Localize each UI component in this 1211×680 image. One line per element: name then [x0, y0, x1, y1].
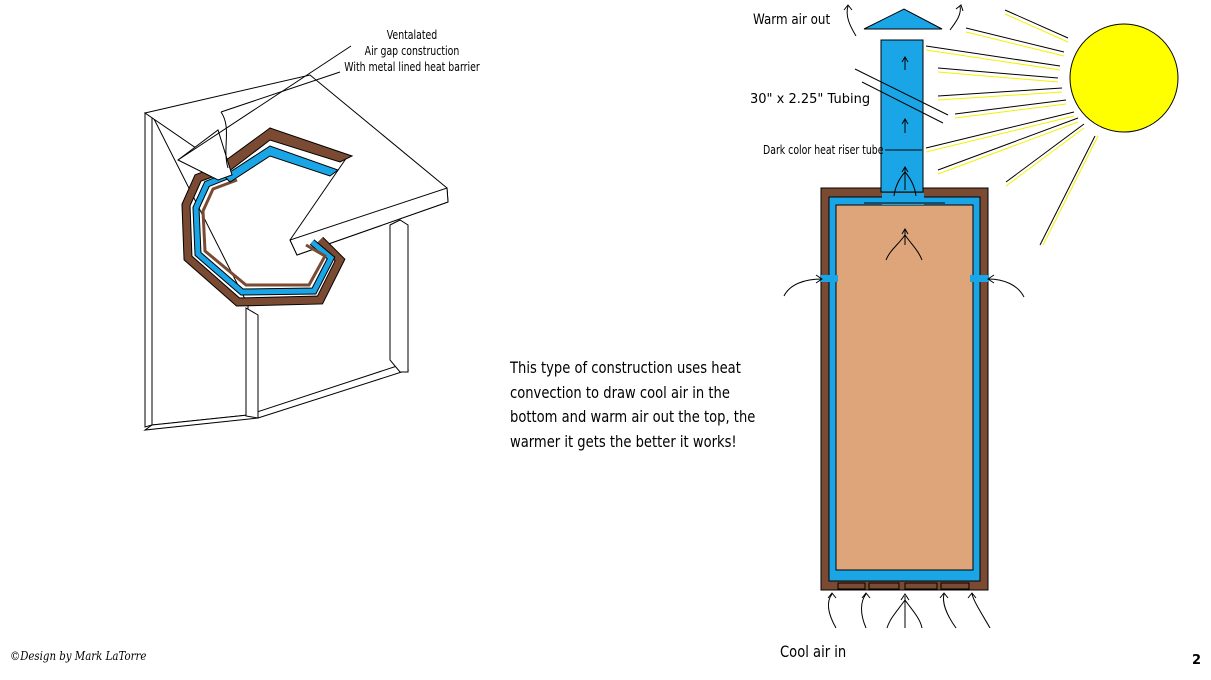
warm-out-arrow-right — [949, 4, 964, 31]
riser-tube — [854, 8, 949, 193]
ventilated-label-line3: With metal lined heat barrier — [344, 60, 480, 74]
description-text: This type of construction uses heat conv… — [510, 356, 755, 454]
riser-cap — [863, 8, 943, 30]
leader-line-1 — [177, 45, 352, 161]
description-line: This type of construction uses heat — [510, 358, 741, 377]
description-line: convection to draw cool air in the — [510, 382, 730, 402]
left-vent-arrow — [783, 274, 823, 297]
riser-tube-body — [880, 39, 924, 193]
convection-box — [820, 187, 989, 591]
tubing-leader — [854, 68, 949, 116]
leader-line-2 — [220, 71, 341, 113]
credit-text: ©Design by Mark LaTorre — [10, 649, 147, 663]
inner-chamber — [835, 204, 974, 571]
cool-in-arrow-2 — [861, 592, 871, 629]
tubing-label: 30" x 2.25" Tubing — [750, 92, 871, 107]
sun — [1069, 23, 1179, 133]
top-blue-layer — [223, 145, 340, 183]
sun-rays — [925, 9, 1099, 246]
roof-front-edge — [289, 187, 449, 256]
birdhouse-isometric — [143, 45, 449, 431]
roof-flap — [177, 129, 233, 181]
cool-in-arrow-3 — [886, 593, 923, 629]
riser-opening — [882, 193, 924, 205]
front-post — [245, 307, 259, 419]
internal-airflow — [885, 56, 923, 261]
right-post — [389, 219, 409, 373]
page-number: 2 — [1192, 653, 1202, 668]
external-airflow — [783, 4, 1025, 629]
cool-in-arrow-1 — [827, 592, 837, 629]
riser-tube-label: Dark color heat riser tube — [763, 143, 884, 157]
hole-inner-wall — [201, 178, 328, 287]
ventilated-label: Ventalated Air gap construction With met… — [334, 27, 490, 75]
warm-out-arrow-left — [843, 4, 857, 37]
bottom-vents — [837, 582, 970, 590]
ventilated-label-line2: Air gap construction — [364, 44, 460, 58]
warm-air-out-label: Warm air out — [753, 12, 831, 28]
right-vent-arrow — [987, 274, 1025, 298]
cool-air-in-label: Cool air in — [780, 642, 847, 661]
sun-group — [925, 9, 1179, 246]
back-wall — [144, 112, 153, 428]
cool-in-arrow-4 — [939, 592, 957, 629]
left-vent — [820, 275, 838, 282]
ventilated-label-line1: Ventalated — [386, 28, 438, 42]
description-line: bottom and warm air out the top, the — [510, 407, 756, 426]
hole-air-gap-fill — [193, 171, 335, 295]
hole-outer-wall-fill — [182, 164, 345, 306]
right-vent — [970, 275, 989, 282]
description-line: warmer it gets the better it works! — [510, 431, 737, 451]
cool-in-arrow-5 — [967, 592, 991, 629]
leader-line-3 — [220, 111, 229, 169]
